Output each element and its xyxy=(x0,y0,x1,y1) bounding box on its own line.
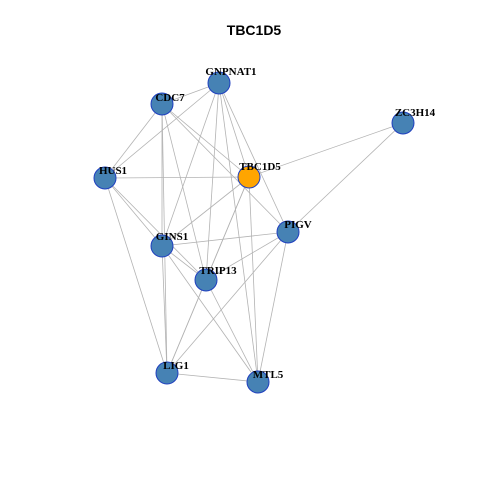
node-trip13: TRIP13 xyxy=(194,265,237,292)
node-circle-tbc1d5 xyxy=(237,165,261,189)
edge-cdc7-trip13 xyxy=(161,103,207,281)
edge-cdc7-hus1 xyxy=(104,103,163,179)
edge-gnpnat1-gins1 xyxy=(161,82,220,247)
node-cdc7: CDC7 xyxy=(150,92,185,116)
node-circle-mtl5 xyxy=(246,370,270,394)
node-circle-zc3h14 xyxy=(391,111,415,135)
node-label-lig1: LIG1 xyxy=(163,360,189,372)
node-circle-gins1 xyxy=(150,234,174,258)
node-circle-gnpnat1 xyxy=(207,71,231,95)
edge-pigv-lig1 xyxy=(166,231,289,374)
node-circle-cdc7 xyxy=(150,92,174,116)
edge-gnpnat1-trip13 xyxy=(205,82,220,281)
edge-gnpnat1-tbc1d5 xyxy=(218,82,250,178)
edge-gins1-lig1 xyxy=(161,245,168,374)
edge-pigv-mtl5 xyxy=(257,231,289,383)
node-zc3h14: ZC3H14 xyxy=(391,107,436,135)
edge-cdc7-pigv xyxy=(161,103,289,233)
edge-layer xyxy=(104,82,404,383)
node-circle-hus1 xyxy=(93,166,117,190)
edge-cdc7-tbc1d5 xyxy=(161,103,250,178)
edge-pigv-gins1 xyxy=(161,231,289,247)
node-label-cdc7: CDC7 xyxy=(155,92,185,104)
node-label-pigv: PIGV xyxy=(284,219,312,231)
graph-title: TBC1D5 xyxy=(227,22,282,38)
edge-hus1-gins1 xyxy=(104,177,163,247)
edge-hus1-tbc1d5 xyxy=(104,176,250,179)
node-pigv: PIGV xyxy=(276,219,312,244)
node-circle-pigv xyxy=(276,220,300,244)
edge-gnpnat1-mtl5 xyxy=(218,82,259,383)
node-label-gnpnat1: GNPNAT1 xyxy=(205,66,256,78)
edge-hus1-lig1 xyxy=(104,177,168,374)
node-label-hus1: HUS1 xyxy=(99,165,127,177)
node-gnpnat1: GNPNAT1 xyxy=(205,66,257,95)
edge-gnpnat1-pigv xyxy=(218,82,289,233)
edge-pigv-trip13 xyxy=(205,231,289,281)
edge-lig1-mtl5 xyxy=(166,372,259,383)
edge-trip13-lig1 xyxy=(166,279,207,374)
node-label-gins1: GINS1 xyxy=(156,231,188,243)
edge-tbc1d5-gins1 xyxy=(161,176,250,247)
edge-tbc1d5-mtl5 xyxy=(248,176,259,383)
edge-zc3h14-pigv xyxy=(287,122,404,233)
node-hus1: HUS1 xyxy=(93,165,127,190)
node-circle-lig1 xyxy=(155,361,179,385)
node-tbc1d5: TBC1D5 xyxy=(237,161,281,189)
node-label-trip13: TRIP13 xyxy=(199,265,237,277)
node-label-mtl5: MTL5 xyxy=(253,369,284,381)
edge-hus1-trip13 xyxy=(104,177,207,281)
node-mtl5: MTL5 xyxy=(246,369,284,394)
edge-zc3h14-tbc1d5 xyxy=(248,122,404,178)
edge-gins1-mtl5 xyxy=(161,245,259,383)
node-circle-trip13 xyxy=(194,268,218,292)
node-label-zc3h14: ZC3H14 xyxy=(395,107,436,119)
node-gins1: GINS1 xyxy=(150,231,188,258)
node-label-tbc1d5: TBC1D5 xyxy=(239,161,281,173)
edge-trip13-mtl5 xyxy=(205,279,259,383)
node-lig1: LIG1 xyxy=(155,360,189,385)
